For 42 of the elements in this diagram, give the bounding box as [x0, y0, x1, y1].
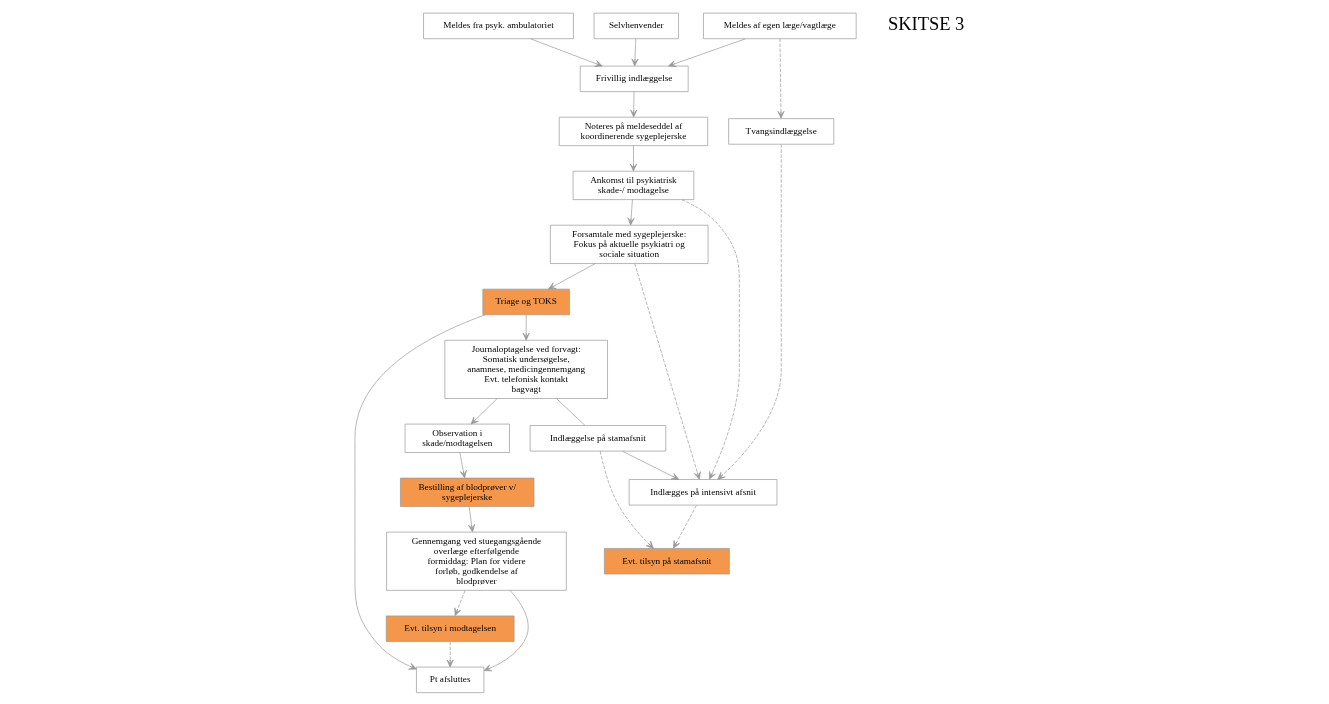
node-box: Tvangsindlæggelse	[727, 118, 834, 145]
label: SKITSE 3	[887, 14, 964, 35]
arrow	[681, 199, 740, 480]
arrow	[716, 144, 782, 480]
node-box: Forsamtale med sygeplejerske: Fokus på aktuelle psykiatri og sociale situation	[549, 224, 708, 264]
arrow	[529, 38, 603, 67]
arrow	[446, 641, 454, 668]
node-box: Observation i skade/modtagelsen	[404, 423, 510, 453]
arrow	[354, 314, 486, 670]
arrow	[629, 91, 637, 118]
arrow	[672, 505, 697, 549]
node-box: Indlæggelse på stamafsnit	[529, 425, 666, 452]
node-box: Pt afsluttes	[415, 666, 484, 693]
arrow	[633, 263, 701, 480]
node-box: Evt. tilsyn på stamafsnit	[603, 548, 730, 575]
arrow	[630, 38, 638, 67]
node-box: Journaloptagelse ved forvagt: Somatisk undersøgelse, anamnese, medicingennemgang Evt. telefonisk kontakt bagvagt	[444, 339, 608, 399]
arrow	[547, 263, 596, 290]
node-box: Indlægges på intensivt afsnit	[628, 479, 777, 506]
node-box: Evt. tilsyn i modtagelsen	[385, 615, 514, 642]
connector	[555, 398, 585, 426]
arrow	[483, 590, 529, 672]
arrow	[621, 450, 679, 480]
node-box: Selvhenvender	[593, 12, 679, 40]
arrow	[629, 145, 637, 172]
arrow	[599, 451, 654, 549]
arrow	[467, 506, 475, 533]
arrow	[627, 199, 635, 226]
arrow	[470, 398, 498, 425]
node-box: Frivillig indlæggelse	[579, 65, 688, 92]
node-box: Gennemgang ved stuegangsgående overlæge efterfølgende formiddag: Plan for videre forløb, godkendelse af blodprøver	[385, 531, 567, 591]
node-box: Ankomst til psykiatrisk skade-/ modtagelse	[572, 170, 694, 200]
arrow	[667, 38, 746, 67]
node-box: Meldes af egen læge/vagtlæge	[702, 12, 857, 40]
arrow	[776, 38, 784, 119]
arrow	[459, 452, 467, 479]
node-box: Bestilling af blodprøver v/ sygeplejerske	[399, 477, 534, 507]
arrow	[453, 590, 465, 616]
node-box: Noteres på meldeseddel af koordinerende sygeplejerske	[558, 116, 708, 146]
arrow	[522, 314, 530, 341]
node-box: Meldes fra psyk. ambulatoriet	[422, 12, 574, 40]
node-box: Triage og TOKS	[482, 288, 570, 316]
